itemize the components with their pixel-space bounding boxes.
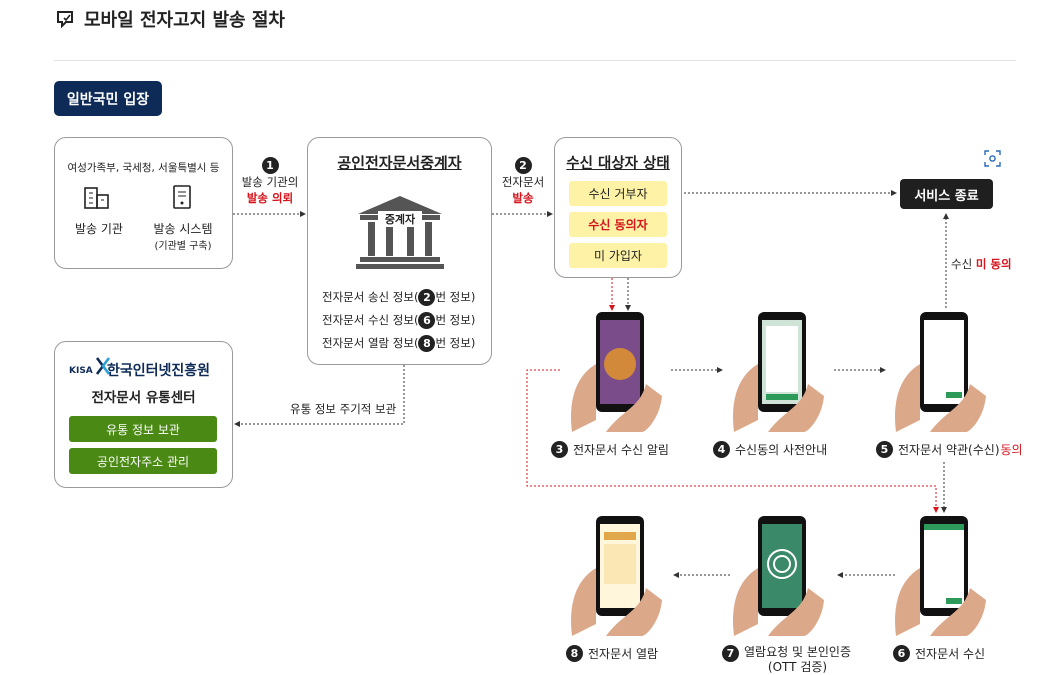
step-number-1: 1 [261,157,279,174]
broker-title: 공인전자문서중계자 [337,154,462,172]
step2-label: 2 전자문서 발송 [494,157,552,206]
sender-agency-label: 발송 기관 [75,222,123,236]
sender-system-label: 발송 시스템 [153,222,213,236]
page-title: 모바일 전자고지 발송 절차 [56,6,285,32]
step-number-2: 2 [514,157,532,174]
sender-heading: 여성가족부, 국세청, 서울특별시 등 [67,162,220,174]
distribution-info-button: 유통 정보 보관 [69,416,217,442]
institution-building-icon [356,196,444,269]
state-refused: 수신 거부자 [569,181,667,206]
periodic-storage-label: 유통 정보 주기적 보관 [290,402,397,416]
receiver-box: 수신 대상자 상태 수신 거부자 수신 동의자 미 가입자 [554,137,682,278]
caption-step-7: 7 열람요청 및 본인인증(OTT 검증) [722,645,851,675]
step1-line1: 발송 기관의 [241,175,299,189]
step1-line2: 발송 의뢰 [246,191,294,205]
sender-box: 여성가족부, 국세청, 서울특별시 등 발송 기관 발송 시스템 (기관별 구축… [54,137,233,269]
step2-line2: 발송 [512,191,534,205]
divider [54,60,1016,61]
sender-system-sublabel: (기관별 구축) [154,241,212,252]
step1-label: 1 발송 기관의 발송 의뢰 [236,157,304,206]
broker-building-label: 중계자 [378,211,422,227]
service-end-box: 서비스 종료 [900,179,993,209]
phone-step-7 [728,514,834,640]
office-building-icon [84,187,109,209]
kisa-box: KISA 한국인터넷진흥원 전자문서 유통센터 유통 정보 보관 공인전자주소 … [54,341,233,488]
kisa-org-name: 한국인터넷진흥원 [107,363,211,379]
phone-step-8 [566,514,672,640]
state-consented: 수신 동의자 [569,212,667,237]
kisa-center-name: 전자문서 유통센터 [91,390,196,406]
kisa-logo: KISA [69,356,111,376]
chat-document-icon [57,11,73,28]
step2-line1: 전자문서 [501,175,545,189]
phone-step-4 [728,310,834,436]
zoom-scan-icon[interactable] [984,150,1001,167]
receiver-title: 수신 대상자 상태 [566,156,670,172]
state-unregistered: 미 가입자 [569,243,667,268]
no-consent-label: 수신 미 동의 [951,257,1012,271]
phone-step-3 [566,310,672,436]
phone-step-6 [890,514,996,640]
server-system-icon [173,185,191,209]
phone-step-5 [890,310,996,436]
entry-badge: 일반국민 입장 [54,81,162,116]
certified-address-button: 공인전자주소 관리 [69,448,217,474]
page-title-text: 모바일 전자고지 발송 절차 [84,10,285,31]
